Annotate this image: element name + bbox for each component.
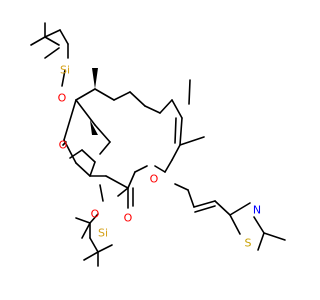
si-label-top: Si	[60, 64, 70, 77]
si-label-bottom: Si	[98, 227, 108, 240]
molecule-structure: Si O O O Si O O N S	[30, 22, 286, 267]
methyl-groups	[69, 68, 191, 177]
ketone-group	[62, 141, 67, 146]
tbs-group-bottom	[75, 184, 113, 267]
oxygen-label-ketone: O	[59, 139, 68, 152]
nitrogen-label-thiazole: N	[253, 204, 261, 217]
macrocycle-ring	[63, 88, 205, 197]
oxygen-label-tbs-bottom: O	[91, 208, 100, 221]
oxygen-label-ring: O	[150, 173, 159, 186]
oxygen-label-tbs-top: O	[58, 92, 67, 105]
tbs-group-top	[30, 22, 69, 87]
oxygen-label-lactone: O	[124, 212, 133, 225]
lactone-group	[127, 187, 134, 209]
sulfur-label-thiazole: S	[245, 237, 252, 250]
thiazole-side-chain	[174, 183, 286, 251]
